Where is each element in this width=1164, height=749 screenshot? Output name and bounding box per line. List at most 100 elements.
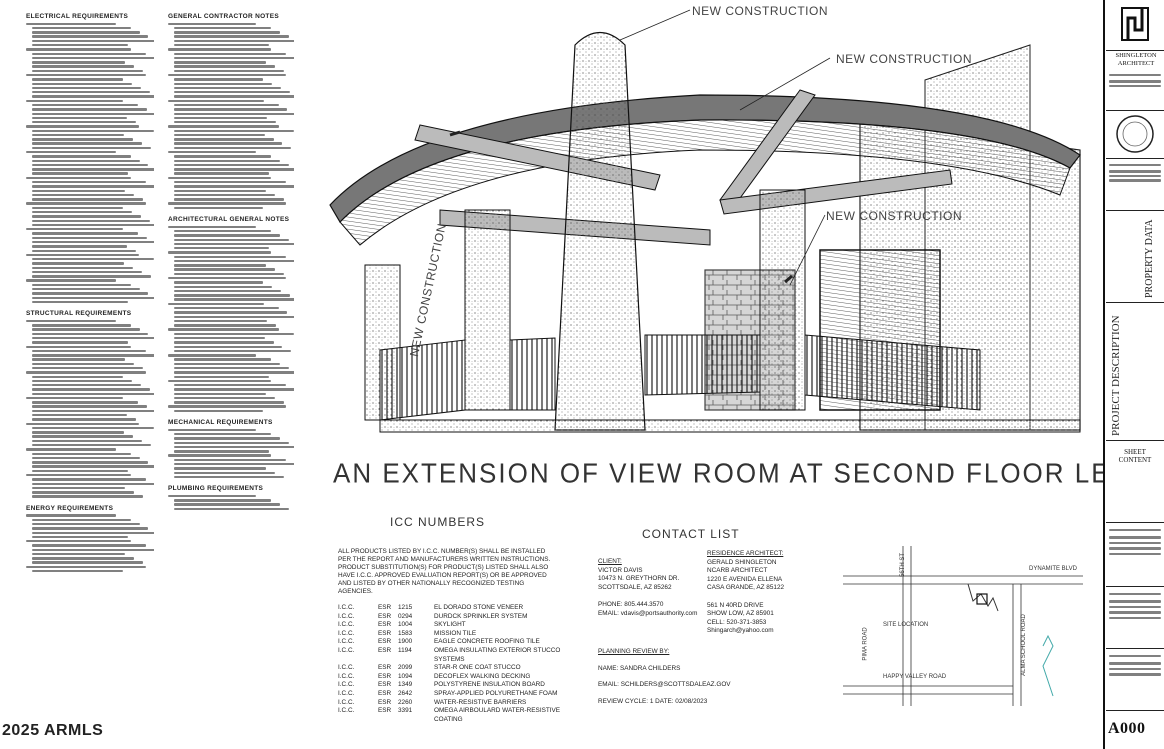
client-heading: CLIENT: — [598, 558, 622, 565]
note-line — [32, 362, 135, 366]
note-line — [32, 409, 154, 413]
icc-num: 1583 — [398, 629, 413, 637]
icc-num: 2099 — [398, 664, 413, 672]
note-line — [174, 142, 283, 145]
note-line — [26, 73, 147, 77]
review-email: EMAIL: SCHILDERS@SCOTTSDALEAZ.GOV — [598, 681, 731, 689]
note-line — [174, 285, 273, 288]
note-line — [32, 189, 126, 192]
icc-num: 1349 — [398, 681, 413, 689]
note-line — [174, 437, 280, 440]
note-line — [174, 35, 289, 38]
note-line — [32, 439, 143, 443]
note-line — [32, 103, 139, 107]
note-line — [174, 26, 272, 30]
project-description-cell: PROJECT DESCRIPTION — [1106, 304, 1164, 441]
note-line — [32, 163, 149, 167]
note-line — [174, 91, 290, 94]
note-line — [32, 69, 144, 73]
contact-line: GERALD SHINGLETON — [707, 558, 777, 566]
contact-line — [707, 593, 784, 602]
icc-desc: STAR-R ONE COAT STUCCO — [434, 664, 521, 672]
note-line — [174, 336, 265, 340]
note-line — [32, 155, 131, 158]
note-line — [174, 31, 280, 34]
note-line — [32, 129, 154, 133]
note-line — [32, 557, 135, 560]
note-line — [32, 544, 146, 547]
icc-desc: WATER-RESISTIVE BARRIERS — [434, 698, 527, 706]
icc-desc: POLYSTYRENE INSULATION BOARD — [434, 681, 545, 689]
note-line — [32, 270, 143, 274]
note-line — [32, 444, 152, 447]
note-line — [174, 298, 294, 301]
note-line — [168, 73, 287, 77]
note-line — [174, 358, 272, 361]
note-line — [174, 163, 289, 167]
note-line — [26, 473, 131, 477]
sheet-content-cell: SHEET CONTENT — [1106, 442, 1164, 523]
architectural-notes-text — [168, 225, 294, 413]
note-line — [32, 426, 154, 430]
note-line — [32, 61, 126, 64]
icc-num: 2642 — [398, 689, 413, 697]
phase-cell — [1106, 588, 1164, 649]
note-line — [174, 138, 274, 141]
note-line — [174, 133, 265, 137]
note-line — [32, 116, 127, 120]
note-line — [174, 78, 264, 81]
note-line — [26, 202, 147, 205]
note-line — [174, 289, 282, 293]
note-line — [174, 103, 279, 107]
note-line — [174, 450, 269, 453]
note-line — [174, 146, 292, 150]
note-line — [32, 249, 136, 252]
note-line — [174, 441, 289, 444]
note-line — [174, 471, 275, 474]
contact-line: 1220 E AVENIDA ELLENA — [707, 575, 783, 583]
note-line — [26, 565, 147, 569]
note-line — [32, 121, 136, 124]
note-line — [26, 396, 124, 400]
icc-org: I.C.C. — [338, 672, 355, 680]
note-line — [168, 428, 257, 432]
icc-num: 1194 — [398, 646, 412, 654]
note-line — [32, 354, 154, 357]
sheet-number: A000 — [1108, 720, 1146, 737]
note-line — [32, 215, 141, 218]
note-line — [174, 445, 294, 449]
note-line — [26, 253, 139, 257]
note-line — [26, 151, 116, 154]
note-line — [32, 142, 143, 145]
note-line — [32, 328, 140, 331]
note-line — [32, 240, 154, 244]
note-line — [174, 242, 294, 246]
note-line — [174, 155, 272, 158]
general-contractor-notes-text — [168, 22, 294, 210]
note-line — [174, 116, 268, 120]
note-line — [32, 478, 146, 481]
note-line — [32, 435, 134, 438]
note-line — [32, 531, 154, 534]
note-line — [174, 499, 272, 502]
contact-line: Shingarch@yahoo.com — [707, 627, 774, 635]
note-line — [174, 86, 282, 90]
note-line — [168, 494, 257, 498]
callout-new-construction-2: NEW CONSTRUCTION — [836, 52, 972, 66]
note-line — [174, 371, 294, 374]
project-description-label: PROJECT DESCRIPTION — [1110, 315, 1122, 436]
note-line — [32, 108, 148, 111]
note-line — [174, 206, 264, 210]
contact-line: 10473 N. GREYTHORN DR. — [598, 575, 680, 583]
note-line — [26, 540, 131, 543]
note-line — [168, 328, 279, 331]
icc-org: I.C.C. — [338, 681, 355, 689]
